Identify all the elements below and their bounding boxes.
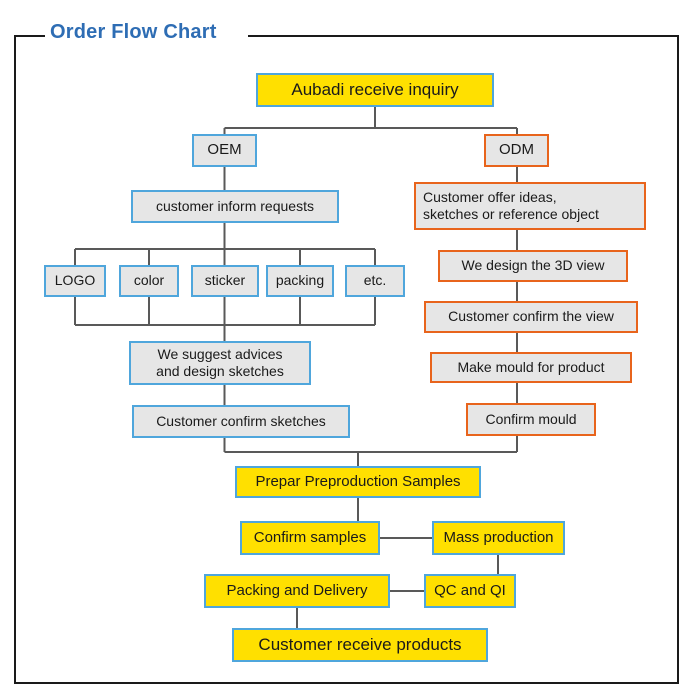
node-sticker[interactable]: sticker xyxy=(191,265,259,297)
node-qc-and-qi[interactable]: QC and QI xyxy=(424,574,516,608)
node-we-design-3d-view[interactable]: We design the 3D view xyxy=(438,250,628,282)
node-confirm-samples[interactable]: Confirm samples xyxy=(240,521,380,555)
chart-title: Order Flow Chart xyxy=(50,21,217,43)
node-oem[interactable]: OEM xyxy=(192,134,257,167)
frame-border-top-left xyxy=(14,35,45,37)
node-customer-receive-products[interactable]: Customer receive products xyxy=(232,628,488,662)
node-customer-offer-ideas-line2: sketches or reference object xyxy=(423,206,599,222)
node-we-suggest-advices-line2: and design sketches xyxy=(156,363,284,379)
node-prepar-preproduction-samples[interactable]: Prepar Preproduction Samples xyxy=(235,466,481,498)
node-packing-and-delivery[interactable]: Packing and Delivery xyxy=(204,574,390,608)
node-customer-offer-ideas[interactable]: Customer offer ideas, sketches or refere… xyxy=(414,182,646,230)
frame-border-right xyxy=(677,35,679,682)
frame-border-bottom xyxy=(14,682,679,684)
node-mass-production[interactable]: Mass production xyxy=(432,521,565,555)
frame-border-top-right xyxy=(248,35,677,37)
node-odm[interactable]: ODM xyxy=(484,134,549,167)
node-aubadi-receive-inquiry[interactable]: Aubadi receive inquiry xyxy=(256,73,494,107)
node-customer-confirm-sketches[interactable]: Customer confirm sketches xyxy=(132,405,350,438)
node-customer-confirm-view[interactable]: Customer confirm the view xyxy=(424,301,638,333)
node-etc[interactable]: etc. xyxy=(345,265,405,297)
node-customer-offer-ideas-line1: Customer offer ideas, xyxy=(423,188,557,205)
node-we-suggest-advices[interactable]: We suggest advices and design sketches xyxy=(129,341,311,385)
node-we-suggest-advices-line1: We suggest advices xyxy=(157,345,283,362)
node-logo[interactable]: LOGO xyxy=(44,265,106,297)
frame-border-left xyxy=(14,35,16,682)
node-confirm-mould[interactable]: Confirm mould xyxy=(466,403,596,436)
node-customer-inform-requests[interactable]: customer inform requests xyxy=(131,190,339,223)
node-packing[interactable]: packing xyxy=(266,265,334,297)
node-make-mould-for-product[interactable]: Make mould for product xyxy=(430,352,632,383)
node-color[interactable]: color xyxy=(119,265,179,297)
